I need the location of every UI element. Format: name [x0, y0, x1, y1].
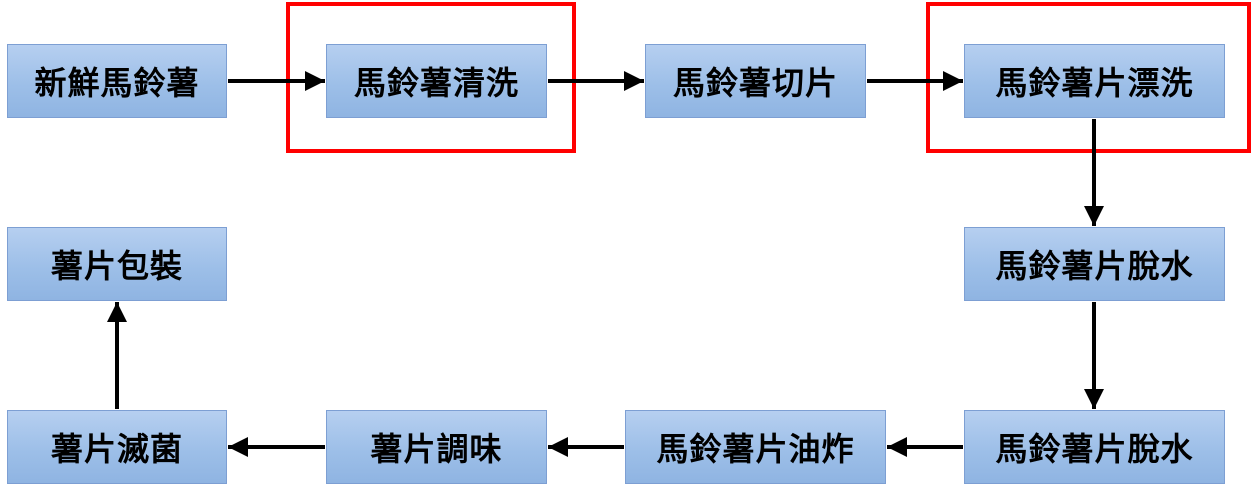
node-potato-slicing: 馬鈴薯切片	[645, 44, 866, 118]
node-slice-dehydration-2: 馬鈴薯片脫水	[964, 410, 1225, 484]
node-chip-sterilization: 薯片滅菌	[7, 410, 227, 484]
node-potato-washing: 馬鈴薯清洗	[326, 44, 547, 118]
highlight-box-rinsing	[926, 2, 1251, 153]
node-chip-packaging: 薯片包裝	[7, 227, 227, 301]
node-slice-frying: 馬鈴薯片油炸	[625, 410, 886, 484]
node-fresh-potato: 新鮮馬鈴薯	[7, 44, 227, 118]
node-slice-dehydration-1: 馬鈴薯片脫水	[964, 227, 1225, 301]
node-chip-seasoning: 薯片調味	[326, 410, 547, 484]
highlight-box-washing	[286, 2, 576, 153]
node-slice-rinsing: 馬鈴薯片漂洗	[964, 44, 1225, 118]
